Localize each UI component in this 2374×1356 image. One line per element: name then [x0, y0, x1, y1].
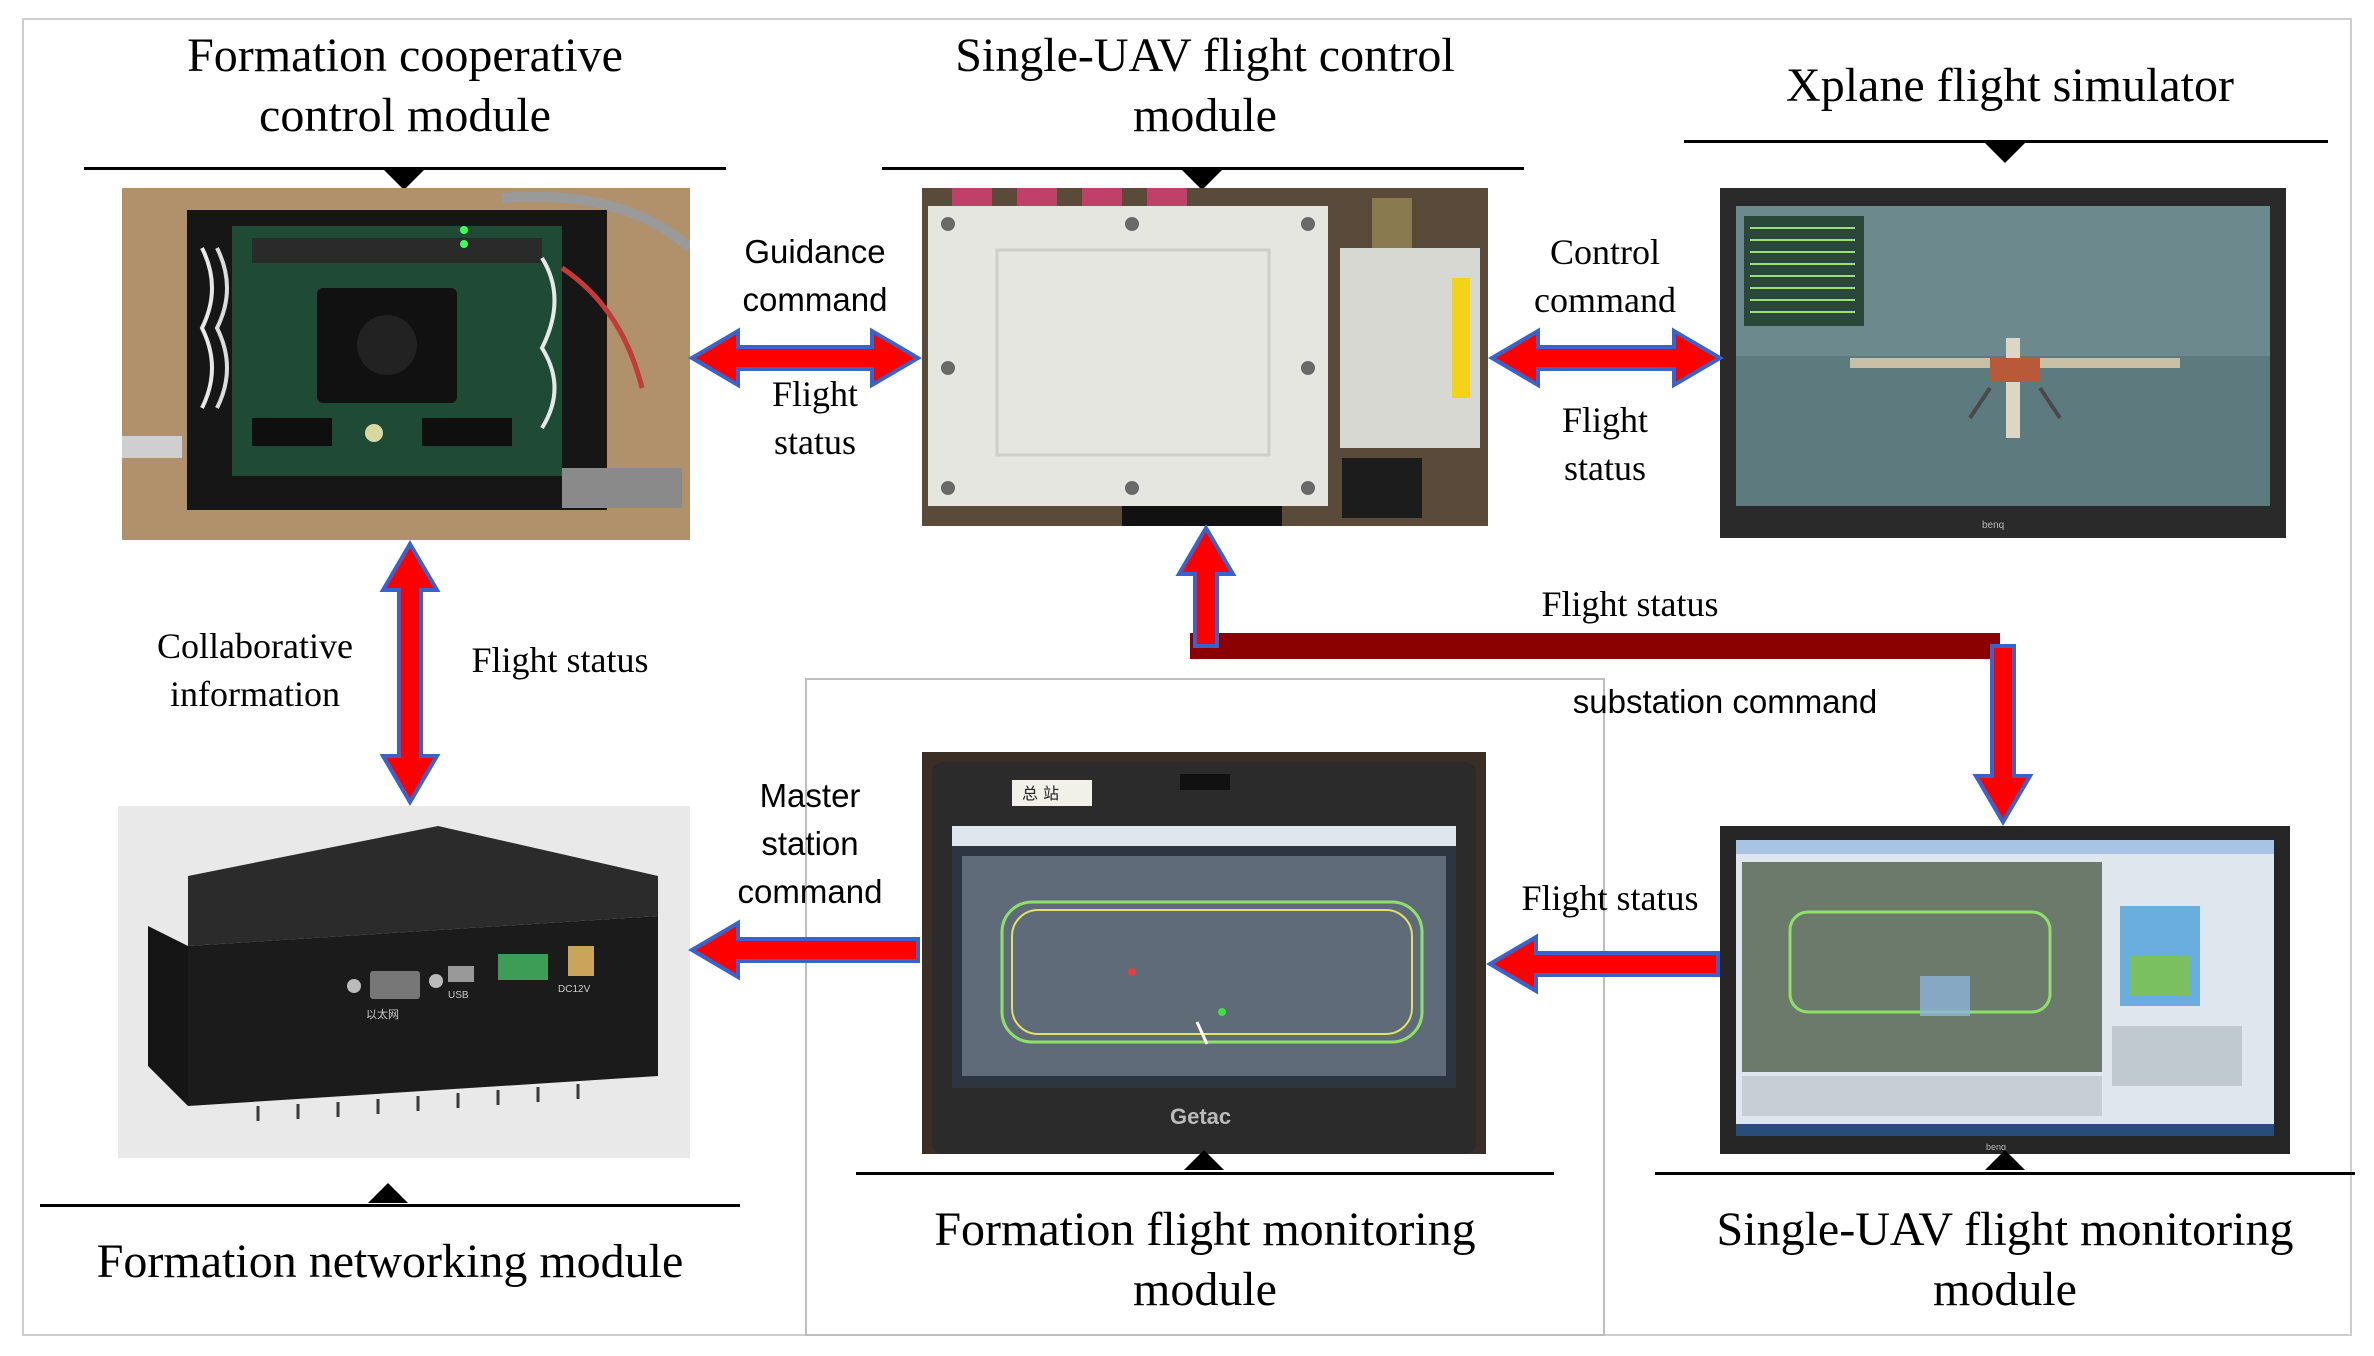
xplane-monitor-brand: benq [1982, 520, 2004, 531]
single-uav-monitoring-pointer [1985, 1150, 2025, 1170]
xplane-monitor-photo: benq [1720, 188, 2286, 538]
single-uav-control-photo [922, 188, 1488, 526]
xplane-title: Xplane flight simulator [1786, 59, 2234, 112]
single-uav-control-title: Single-UAV flight control module [955, 29, 1455, 142]
formation-networking-pointer [368, 1183, 408, 1203]
port-dc-label: DC12V [558, 984, 591, 995]
single-uav-monitoring-rule [1655, 1172, 2355, 1175]
xplane-pointer [1985, 143, 2025, 163]
port-ethernet-label: 以太网 [366, 1008, 399, 1021]
formation-cooperative-title: Formation cooperative control module [187, 29, 623, 142]
single-uav-monitoring-photo: benq [1720, 826, 2290, 1154]
flight-status-label-4: Flight status [1541, 584, 1719, 624]
laptop-brand: Getac [1170, 1104, 1231, 1129]
substation-command-label: substation command [1572, 683, 1878, 720]
formation-monitoring-rule [856, 1172, 1554, 1175]
flight-status-label-5: Flight status [1521, 878, 1699, 918]
master-station-command-label: Master station command [737, 777, 883, 910]
flight-status-label-2: Flight status [1561, 400, 1649, 488]
single-uav-monitoring-title: Single-UAV flight monitoring module [1716, 1203, 2294, 1316]
monitoring-group-frame [805, 678, 1605, 1336]
laptop-sticker: 总 站 [1022, 784, 1059, 803]
formation-cooperative-photo [122, 188, 690, 540]
monitoring-monitor-brand: benq [1986, 1142, 2006, 1152]
formation-networking-photo: 以太网 USB DC12V [118, 806, 690, 1158]
flight-status-label-1: Flight status [771, 374, 859, 462]
control-command-label: Control command [1534, 232, 1676, 320]
formation-cooperative-pointer [384, 170, 424, 190]
flight-status-label-3: Flight status [471, 640, 649, 680]
formation-monitoring-laptop-photo: 总 站 Getac [922, 752, 1486, 1154]
formation-monitoring-pointer [1184, 1150, 1224, 1170]
formation-cooperative-rule [84, 167, 726, 170]
formation-monitoring-title: Formation flight monitoring module [934, 1203, 1476, 1316]
single-uav-control-rule [882, 167, 1524, 170]
xplane-rule [1684, 140, 2328, 143]
port-usb-label: USB [448, 990, 469, 1001]
formation-networking-rule [40, 1204, 740, 1207]
collaborative-information-label: Collaborative information [157, 626, 353, 714]
formation-networking-title: Formation networking module [96, 1235, 684, 1288]
guidance-command-label: Guidance command [742, 233, 888, 318]
single-uav-control-pointer [1182, 170, 1222, 190]
